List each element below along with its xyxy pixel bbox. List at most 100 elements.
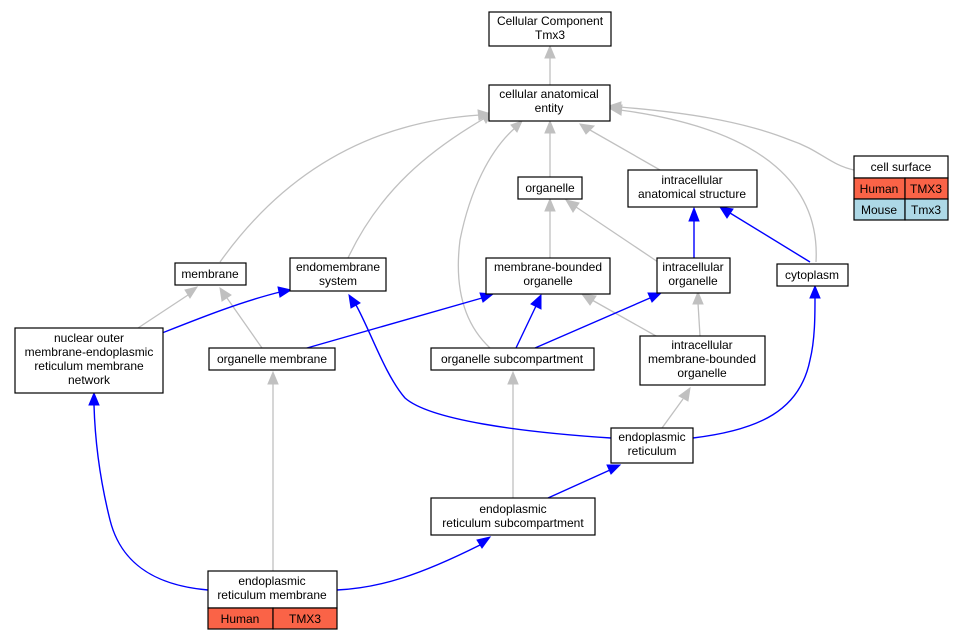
node-label-line: cellular anatomical (499, 87, 598, 101)
node-organelle-subcompartment[interactable]: organelle subcompartment (430, 347, 595, 371)
arrowhead-grey (544, 119, 556, 134)
node-label-line: endoplasmic (238, 574, 305, 588)
arrowhead-grey (544, 44, 556, 59)
node-label-line: intracellular (662, 260, 723, 274)
edge-om-to-mbo (299, 297, 483, 351)
arrowhead-blue (606, 464, 622, 475)
gene-label: TMX3 (289, 612, 321, 626)
node-organelle-membrane[interactable]: organelle membrane (208, 347, 336, 371)
gene-cell-human (272, 607, 338, 630)
edge-endomembrane-to-cae (347, 117, 486, 259)
arrowhead-blue (476, 536, 492, 549)
arrowhead-blue (809, 284, 821, 299)
edge-ias-to-cae (589, 129, 661, 171)
node-intracellular-anatomical-structure[interactable]: intracellular anatomical structure (627, 169, 758, 208)
node-membrane[interactable]: membrane (174, 262, 247, 286)
arrowhead-grey (580, 293, 597, 306)
node-endoplasmic-reticulum-membrane[interactable]: endoplasmic reticulum membrane Human TMX… (207, 570, 338, 630)
arrowhead-blue (718, 206, 734, 219)
node-label-line: endoplasmic (618, 430, 685, 444)
arrowhead-grey (564, 199, 580, 213)
node-nuclear-outer-membrane-er-membrane-network[interactable]: nuclear outer membrane-endoplasmic retic… (14, 327, 164, 394)
gene-label: TMX3 (910, 182, 942, 196)
edge-nuclear-to-membrane (137, 294, 189, 329)
edge-osc-to-mbo (515, 305, 537, 349)
edge-er-to-imbo (661, 398, 684, 429)
node-label-line: anatomical structure (638, 187, 746, 201)
gene-cell-mouse (904, 198, 949, 221)
arrowhead-grey (510, 120, 523, 133)
edge-io-to-organelle (575, 206, 659, 263)
edge-imbo-to-io (697, 302, 701, 337)
node-label-line: cell surface (871, 160, 932, 174)
node-label-line: entity (535, 101, 564, 115)
node-label-line: system (319, 274, 357, 288)
edge-cytoplasm-to-ias (729, 212, 811, 263)
node-label-line: organelle (668, 274, 718, 288)
node-intracellular-organelle[interactable]: intracellular organelle (656, 257, 731, 294)
species-label: Mouse (861, 203, 897, 217)
node-label-line: reticulum membrane (217, 588, 327, 602)
edge-osc-to-cae (457, 127, 516, 349)
node-label-line: reticulum membrane (34, 359, 144, 373)
node-label-line: organelle membrane (217, 352, 327, 366)
arrowhead-blue (688, 206, 700, 222)
arrowhead-grey (507, 370, 519, 385)
node-label-line: organelle (525, 181, 575, 195)
edge-cytoplasm-to-cae (619, 109, 817, 263)
arrowhead-grey (544, 197, 556, 212)
node-label-line: Cellular Component (497, 14, 604, 28)
node-membrane-bounded-organelle[interactable]: membrane-bounded organelle (485, 257, 611, 295)
arrowhead-blue (277, 286, 293, 298)
edge-imbo-to-mbo (591, 299, 657, 337)
arrowhead-grey (579, 123, 596, 135)
arrowhead-grey (607, 101, 622, 113)
node-label-line: membrane-bounded (648, 352, 756, 366)
node-label-line: membrane-endoplasmic (25, 345, 154, 359)
edge-cellsurface-to-cae (619, 106, 855, 171)
node-label-line: membrane (181, 267, 239, 281)
node-label-line: organelle (677, 366, 727, 380)
edge-osc-to-io (534, 297, 651, 349)
node-label-line: endoplasmic (479, 502, 546, 516)
node-label-line: organelle (523, 274, 573, 288)
node-label-line: endomembrane (296, 260, 380, 274)
node-label-line: Tmx3 (535, 28, 565, 42)
edge-ersc-to-er (547, 469, 611, 499)
node-organelle[interactable]: organelle (517, 176, 583, 200)
edge-om-to-membrane (226, 297, 263, 349)
arrowhead-blue (88, 391, 100, 406)
arrowhead-blue (647, 292, 663, 303)
node-cytoplasm[interactable]: cytoplasm (776, 263, 849, 287)
node-endomembrane-system[interactable]: endomembrane system (289, 257, 387, 292)
edge-er-to-endomembrane (355, 304, 612, 439)
node-label-line: nuclear outer (54, 331, 124, 345)
species-label: Human (221, 612, 260, 626)
arrowhead-blue (348, 293, 361, 309)
edge-erm-to-nuclear (93, 404, 209, 591)
node-cellular-anatomical-entity[interactable]: cellular anatomical entity (488, 84, 611, 122)
arrowhead-grey (184, 286, 199, 299)
node-label-line: network (68, 373, 111, 387)
node-endoplasmic-reticulum[interactable]: endoplasmic reticulum (610, 427, 694, 464)
node-cellular-component-tmx3[interactable]: Cellular Component Tmx3 (488, 11, 612, 47)
edge-erm-to-ersc (336, 544, 481, 591)
node-cell-surface[interactable]: cell surface Human TMX3 Mouse Tmx3 (853, 155, 949, 221)
part-of-edges (88, 206, 821, 591)
edge-nuclear-to-endomembrane (161, 291, 281, 334)
node-label-line: organelle subcompartment (441, 352, 584, 366)
gene-label: Tmx3 (911, 203, 941, 217)
edge-er-to-cytoplasm (692, 297, 816, 439)
is-a-edges (137, 44, 855, 571)
edge-membrane-to-cae (219, 114, 481, 263)
node-intracellular-membrane-bounded-organelle[interactable]: intracellular membrane-bounded organelle (639, 335, 766, 386)
node-label-line: reticulum (628, 444, 677, 458)
node-label-line: cytoplasm (785, 268, 839, 282)
arrowhead-grey (692, 290, 704, 305)
node-label-line: intracellular (661, 173, 722, 187)
arrowhead-grey (678, 386, 691, 402)
arrowhead-grey (219, 286, 232, 302)
arrowhead-blue (530, 293, 542, 310)
node-endoplasmic-reticulum-subcompartment[interactable]: endoplasmic reticulum subcompartment (430, 497, 596, 536)
